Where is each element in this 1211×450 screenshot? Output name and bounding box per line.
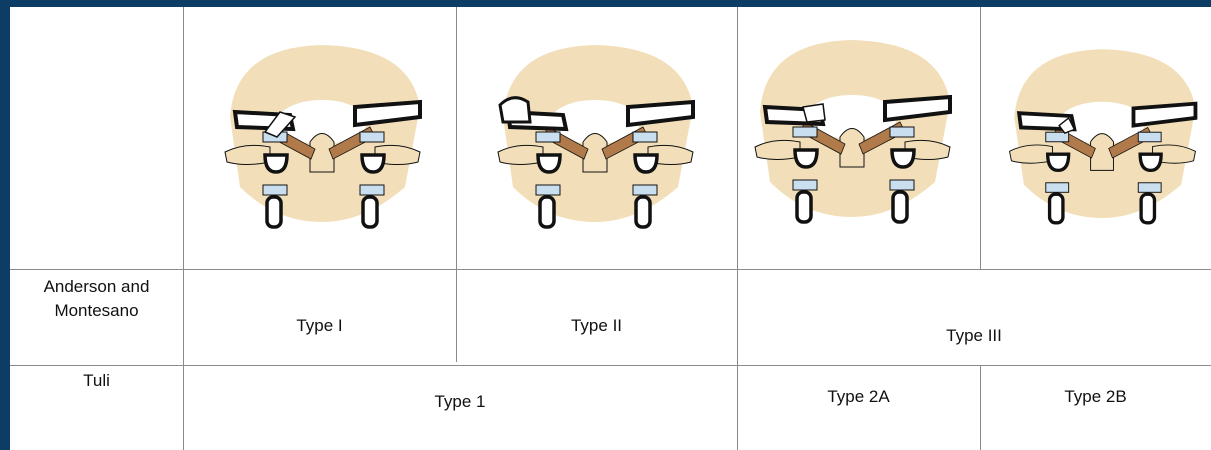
grid-line	[456, 7, 457, 362]
disc-upper-right	[890, 127, 914, 137]
grid-line	[183, 7, 184, 450]
vertebra-illustration-1	[215, 37, 430, 237]
disc-upper-left	[536, 132, 560, 142]
classification-table: Anderson and Montesano Type I Type II Ty…	[10, 7, 1211, 450]
disc-upper-right	[360, 132, 384, 142]
pillar-left	[797, 192, 811, 222]
pillar-right	[363, 197, 377, 227]
pillar-left	[267, 197, 281, 227]
foramen-left	[795, 150, 817, 167]
pillar-right	[893, 192, 907, 222]
grid-line	[10, 269, 1211, 270]
foramen-right	[1140, 154, 1161, 170]
disc-lower-left	[793, 180, 817, 190]
disc-upper-right	[633, 132, 657, 142]
pillar-left	[540, 197, 554, 227]
row-label-tuli: Tuli	[10, 369, 183, 393]
disc-lower-right	[1138, 183, 1161, 193]
foramen-left	[1048, 154, 1069, 170]
pillar-right	[1141, 194, 1154, 223]
foramen-left	[538, 155, 560, 172]
grid-line	[10, 365, 1211, 366]
disc-lower-left	[263, 185, 287, 195]
pillar-left	[1050, 194, 1063, 223]
tuli-type-cell: Type 2A	[737, 385, 980, 409]
vertebra-illustration-2	[488, 37, 703, 237]
grid-line	[737, 7, 738, 450]
row-label-line: Montesano	[10, 299, 183, 323]
tuli-type-cell: Type 1	[183, 390, 737, 414]
disc-lower-left	[536, 185, 560, 195]
pillar-right	[636, 197, 650, 227]
row-label-anderson-montesano: Anderson and Montesano	[10, 275, 183, 323]
disc-lower-right	[890, 180, 914, 190]
foramen-right	[362, 155, 384, 172]
disc-lower-left	[1046, 183, 1069, 193]
fracture-fragment	[500, 98, 530, 122]
disc-lower-right	[633, 185, 657, 195]
vertebra-illustration-4	[1000, 37, 1205, 237]
anderson-type-cell: Type III	[737, 324, 1211, 348]
disc-upper-left	[793, 127, 817, 137]
fracture-fragment	[803, 104, 825, 122]
foramen-right	[892, 150, 914, 167]
disc-upper-right	[1138, 132, 1161, 142]
foramen-left	[265, 155, 287, 172]
anderson-type-cell: Type I	[183, 314, 456, 338]
row-label-line: Anderson and	[10, 275, 183, 299]
disc-lower-right	[360, 185, 384, 195]
anderson-type-cell: Type II	[456, 314, 737, 338]
vertebra-illustration-3	[745, 32, 960, 232]
foramen-right	[635, 155, 657, 172]
grid-line	[980, 7, 981, 270]
tuli-type-cell: Type 2B	[980, 385, 1211, 409]
